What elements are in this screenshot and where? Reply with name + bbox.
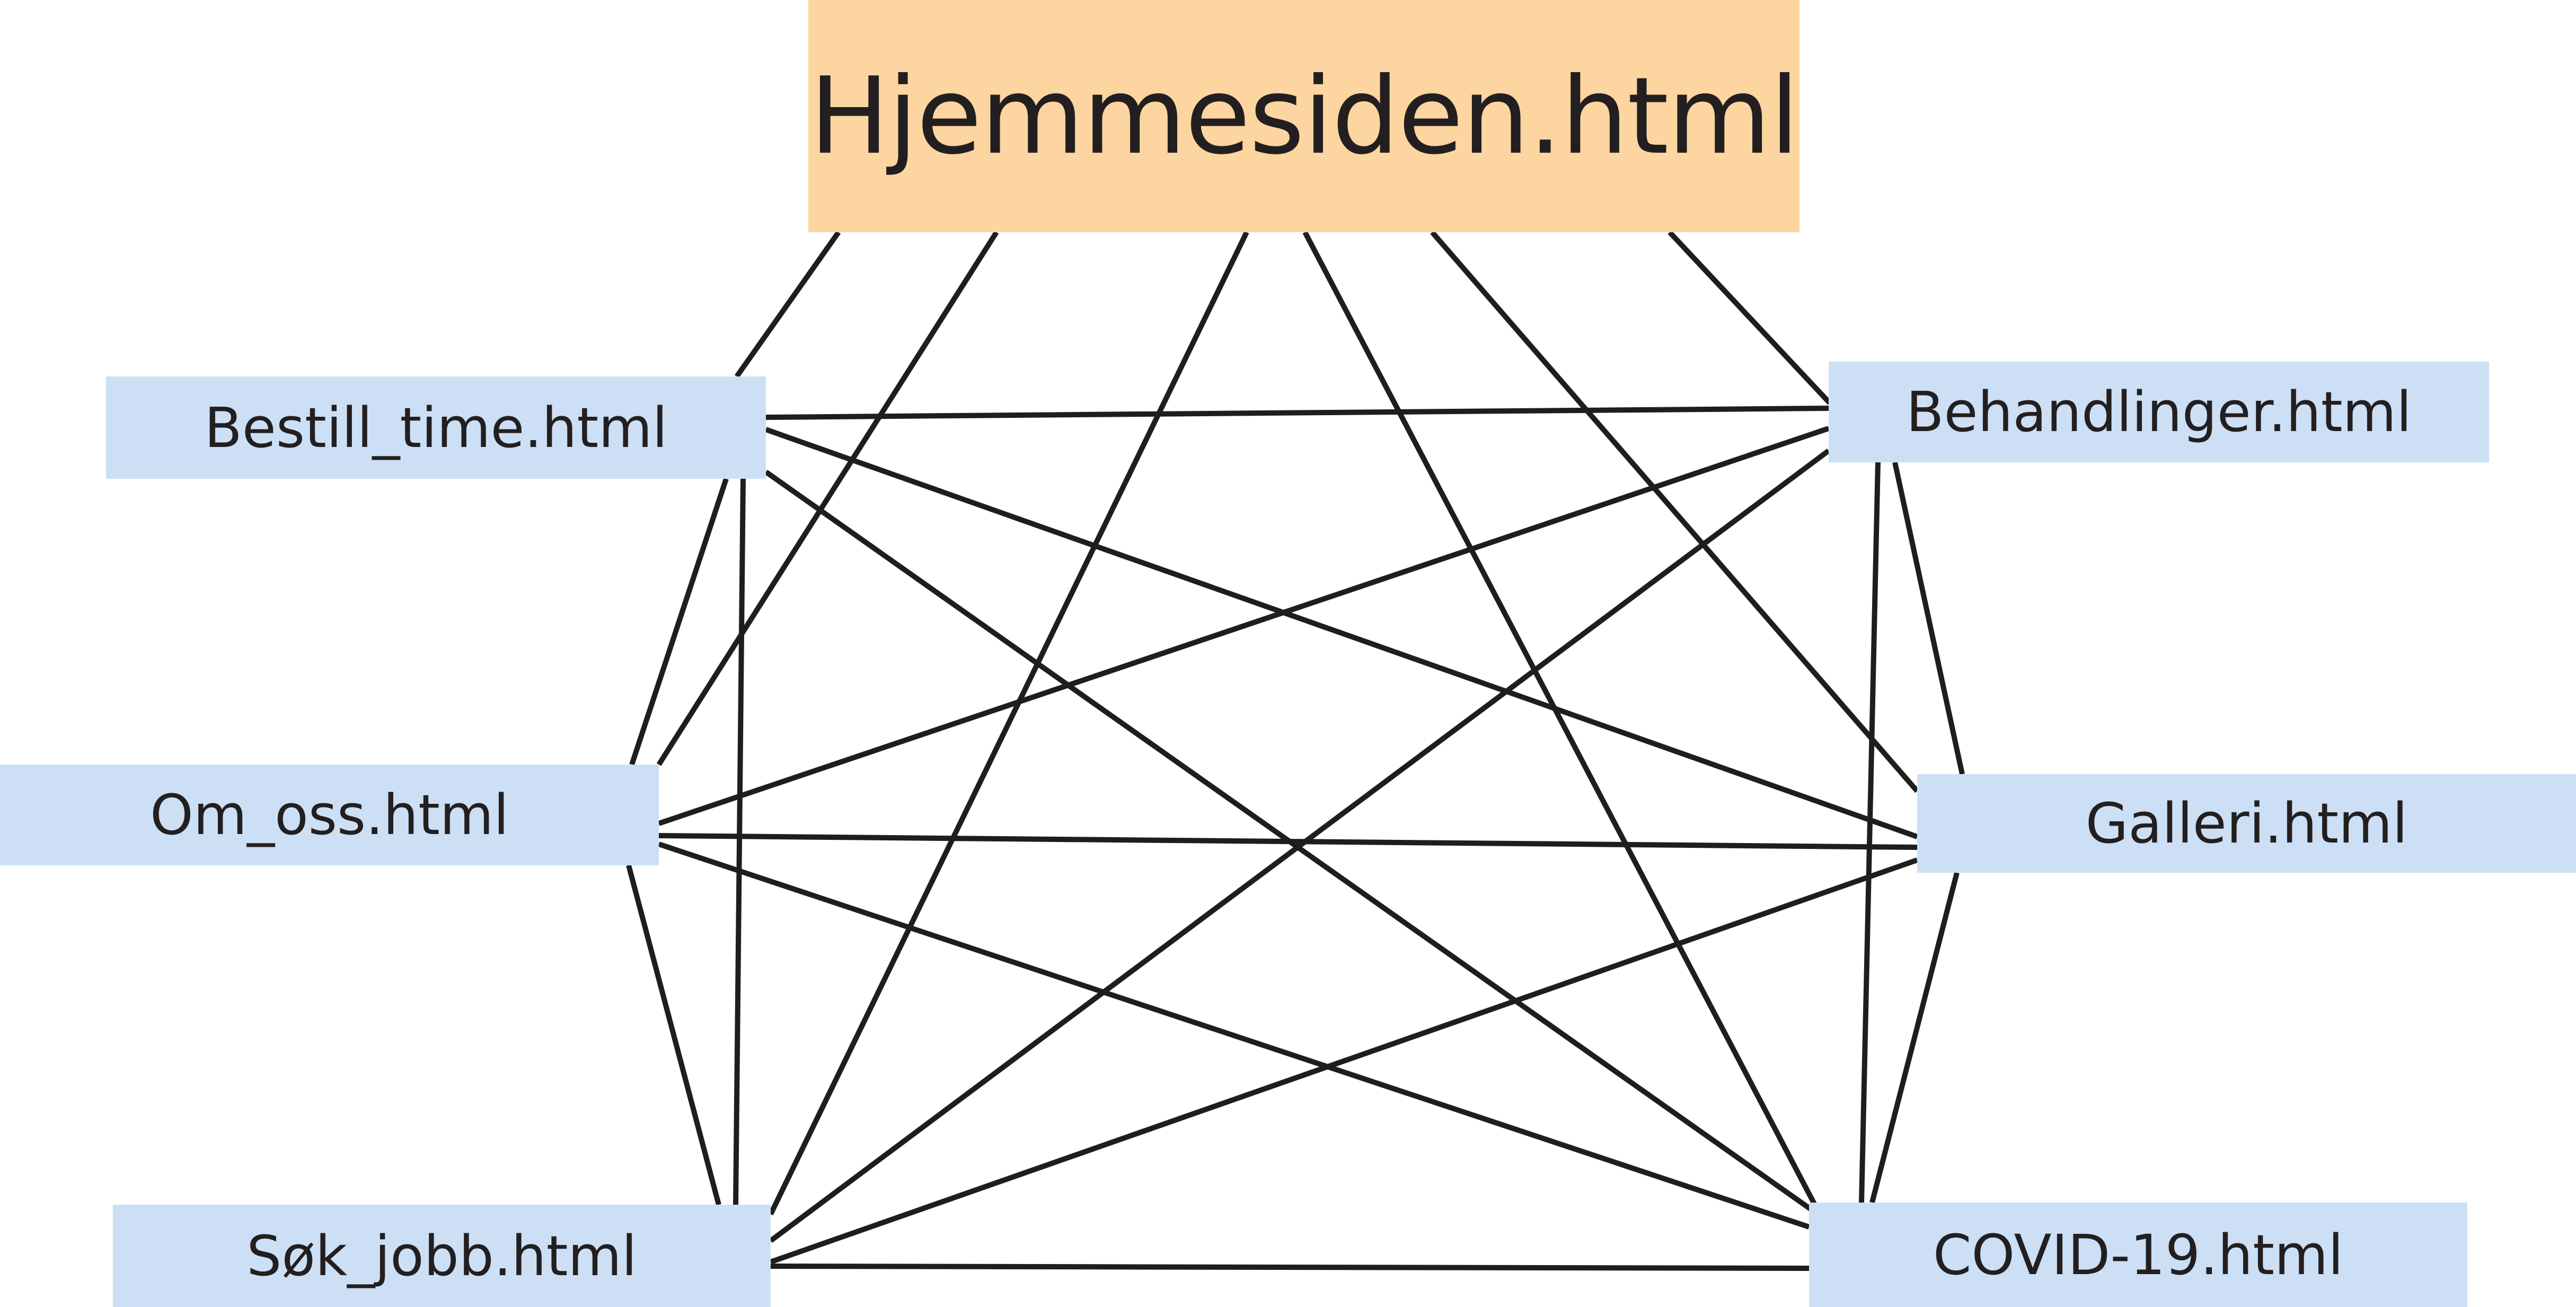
edge-home-behandlinger [1668, 230, 1832, 405]
node-hjemmesiden: Hjemmesiden.html [808, 0, 1799, 232]
edge-behandlinger-covid19 [1859, 462, 1881, 1203]
edge-home-sok-jobb [768, 231, 1249, 1216]
node-bestill-time: Bestill_time.html [106, 376, 766, 479]
edge-bestill-time-sok-jobb [733, 478, 746, 1205]
node-label: Behandlinger.html [1906, 380, 2412, 444]
node-label: Galleri.html [2085, 791, 2408, 856]
node-label: Om_oss.html [149, 783, 509, 847]
edge-sok-jobb-behandlinger [769, 448, 1830, 1243]
edge-om-oss-sok-jobb [626, 864, 721, 1206]
edge-bestill-time-behandlinger [765, 406, 1829, 420]
edge-sok-jobb-galleri [770, 857, 1918, 1265]
node-om-oss: Om_oss.html [0, 765, 659, 865]
edge-om-oss-behandlinger [658, 426, 1830, 826]
node-label: Søk_jobb.html [246, 1223, 637, 1288]
node-label: Bestill_time.html [204, 395, 668, 460]
node-galleri: Galleri.html [1917, 774, 2576, 873]
node-covid-19: COVID-19.html [1809, 1203, 2467, 1307]
edge-home-galleri [1430, 230, 1919, 793]
edge-om-oss-covid19 [658, 841, 1810, 1230]
node-behandlinger: Behandlinger.html [1829, 362, 2489, 462]
edge-om-oss-galleri [658, 833, 1918, 850]
node-sok-jobb: Søk_jobb.html [113, 1205, 771, 1307]
edge-bestill-time-galleri [765, 427, 1918, 839]
edge-behandlinger-galleri [1892, 461, 1965, 775]
edge-bestill-time-om-oss [629, 478, 729, 766]
edge-home-om-oss [656, 231, 999, 766]
edge-home-covid19 [1302, 231, 1820, 1210]
edge-galleri-covid19 [1869, 872, 1960, 1204]
edge-sok-jobb-covid19 [770, 1264, 1810, 1271]
node-label: COVID-19.html [1933, 1222, 2344, 1287]
node-label: Hjemmesiden.html [809, 54, 1799, 178]
edge-home-bestill-time [734, 231, 841, 378]
